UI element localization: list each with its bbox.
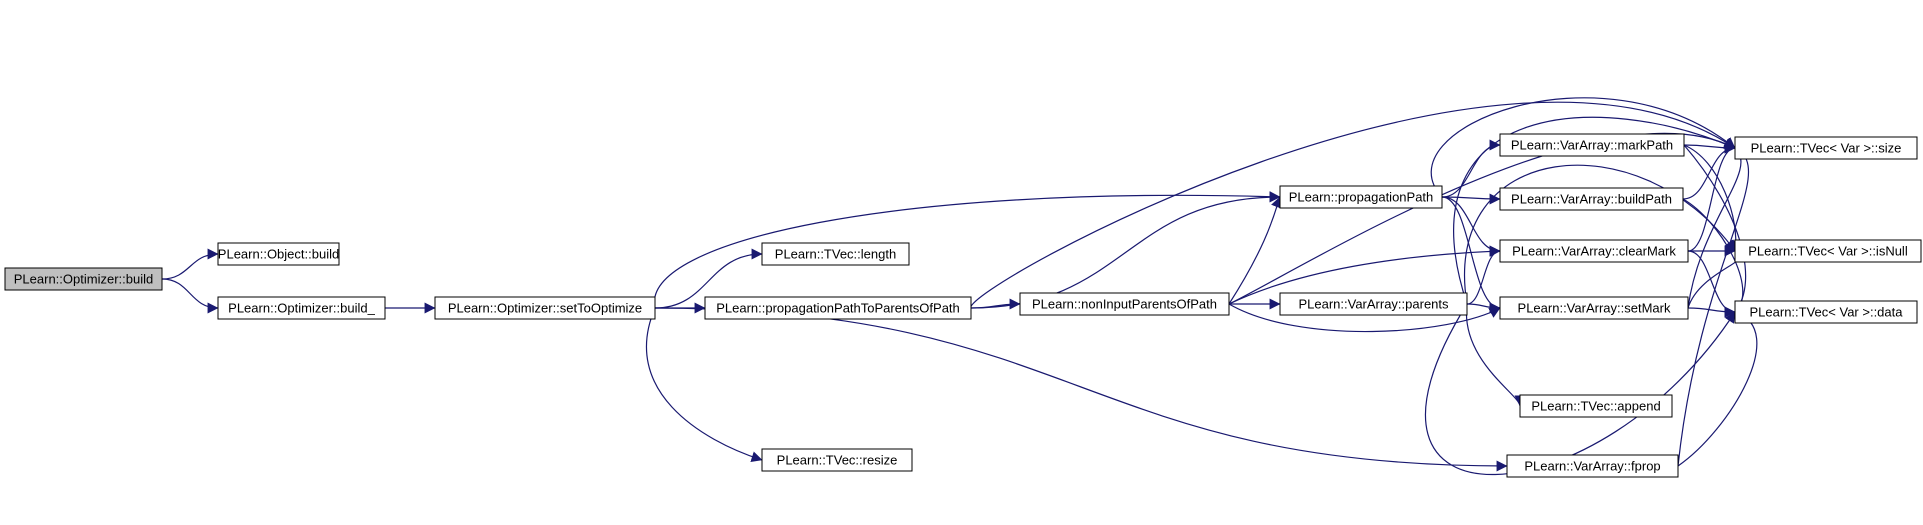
edge-n3-n6	[645, 307, 763, 463]
node-n18[interactable]: PLearn::TVec< Var >::data	[1734, 300, 1918, 324]
node-n8[interactable]: PLearn::propagationPath	[1279, 185, 1443, 209]
edge-n7-n12	[1228, 245, 1501, 305]
node-box	[1499, 239, 1689, 263]
node-box	[1734, 300, 1918, 324]
node-box	[4, 267, 163, 291]
node-label: PLearn::nonInputParentsOfPath	[1032, 297, 1217, 312]
node-label: PLearn::VarArray::fprop	[1524, 459, 1660, 474]
edge-n9-n17	[1464, 164, 1736, 305]
node-box	[1734, 239, 1922, 263]
node-label: PLearn::propagationPathToParentsOfPath	[716, 301, 960, 316]
node-n13[interactable]: PLearn::VarArray::setMark	[1499, 296, 1689, 320]
node-box	[1279, 185, 1443, 209]
node-box	[1506, 454, 1679, 478]
edges-layer	[161, 97, 1758, 476]
node-n17[interactable]: PLearn::TVec< Var >::isNull	[1734, 239, 1922, 263]
node-label: PLearn::TVec::resize	[777, 453, 898, 468]
node-n10[interactable]: PLearn::VarArray::markPath	[1499, 133, 1685, 157]
edge-n0-n1	[161, 248, 219, 280]
node-n5[interactable]: PLearn::propagationPathToParentsOfPath	[704, 296, 972, 320]
edge-n8-n11	[1441, 193, 1501, 205]
node-label: PLearn::Optimizer::build	[14, 272, 153, 287]
node-label: PLearn::TVec::length	[775, 247, 896, 262]
edge-n8-n16	[1430, 97, 1736, 198]
edge-n12-n18	[1687, 250, 1736, 318]
node-n7[interactable]: PLearn::nonInputParentsOfPath	[1019, 292, 1230, 316]
edge-n3-n8	[653, 191, 1281, 309]
node-n2[interactable]: PLearn::Optimizer::build_	[217, 296, 386, 320]
edge-n7-n8	[1228, 196, 1282, 305]
edge-n8-n12	[1441, 196, 1501, 257]
edge-n9-n18	[1424, 303, 1736, 476]
edge-n9-n13	[1466, 302, 1501, 314]
edge-n9-n12	[1466, 245, 1501, 305]
node-n1[interactable]: PLearn::Object::build	[217, 242, 340, 266]
node-box	[704, 296, 972, 320]
node-n15[interactable]: PLearn::VarArray::fprop	[1506, 454, 1679, 478]
node-box	[434, 296, 656, 320]
node-n12[interactable]: PLearn::VarArray::clearMark	[1499, 239, 1689, 263]
edge-n5-n16	[970, 101, 1736, 309]
edge-n0-n2	[161, 278, 219, 314]
edge-n9-n16	[1453, 116, 1736, 305]
node-n0[interactable]: PLearn::Optimizer::build	[4, 267, 163, 291]
node-box	[761, 242, 910, 266]
node-box	[761, 448, 913, 472]
edge-n13-n18	[1687, 306, 1736, 318]
node-box	[1734, 136, 1918, 160]
node-label: PLearn::VarArray::parents	[1298, 297, 1449, 312]
node-n6[interactable]: PLearn::TVec::resize	[761, 448, 913, 472]
node-label: PLearn::VarArray::markPath	[1511, 138, 1673, 153]
node-label: PLearn::TVec::append	[1531, 399, 1660, 414]
node-box	[217, 242, 340, 266]
edge-n3-n4	[654, 248, 763, 309]
node-n11[interactable]: PLearn::VarArray::buildPath	[1499, 187, 1684, 211]
node-label: PLearn::Optimizer::build_	[228, 301, 375, 316]
node-box	[1499, 296, 1689, 320]
edge-n8-n10	[1441, 139, 1501, 198]
node-label: PLearn::VarArray::clearMark	[1512, 244, 1676, 259]
node-label: PLearn::TVec< Var >::data	[1750, 305, 1904, 320]
node-label: PLearn::Optimizer::setToOptimize	[448, 301, 642, 316]
edge-n7-n13	[1228, 303, 1501, 333]
node-label: PLearn::Object::build	[218, 247, 339, 262]
node-label: PLearn::TVec< Var >::size	[1751, 141, 1902, 156]
node-box	[1019, 292, 1230, 316]
node-label: PLearn::TVec< Var >::isNull	[1748, 244, 1908, 259]
node-n9[interactable]: PLearn::VarArray::parents	[1279, 292, 1468, 316]
node-n14[interactable]: PLearn::TVec::append	[1519, 394, 1673, 418]
node-box	[217, 296, 386, 320]
node-box	[1279, 292, 1468, 316]
node-label: PLearn::VarArray::setMark	[1518, 301, 1671, 316]
edge-n13-n17	[1687, 249, 1747, 309]
edge-n5-n8	[970, 191, 1281, 309]
node-box	[1499, 133, 1685, 157]
node-n3[interactable]: PLearn::Optimizer::setToOptimize	[434, 296, 656, 320]
node-label: PLearn::propagationPath	[1289, 190, 1434, 205]
edge-n9-n14	[1465, 303, 1526, 407]
node-box	[1499, 187, 1684, 211]
edge-n12-n16	[1687, 142, 1736, 252]
nodes-layer: PLearn::Optimizer::build PLearn::Object::…	[4, 133, 1922, 478]
edge-n15-n16	[1677, 147, 1750, 467]
edge-n8-n13	[1441, 196, 1501, 314]
node-n16[interactable]: PLearn::TVec< Var >::size	[1734, 136, 1918, 160]
edge-n11-n16	[1682, 142, 1736, 200]
node-box	[1519, 394, 1673, 418]
edge-n7-n16	[1228, 132, 1736, 305]
node-n4[interactable]: PLearn::TVec::length	[761, 242, 910, 266]
node-label: PLearn::VarArray::buildPath	[1511, 192, 1672, 207]
